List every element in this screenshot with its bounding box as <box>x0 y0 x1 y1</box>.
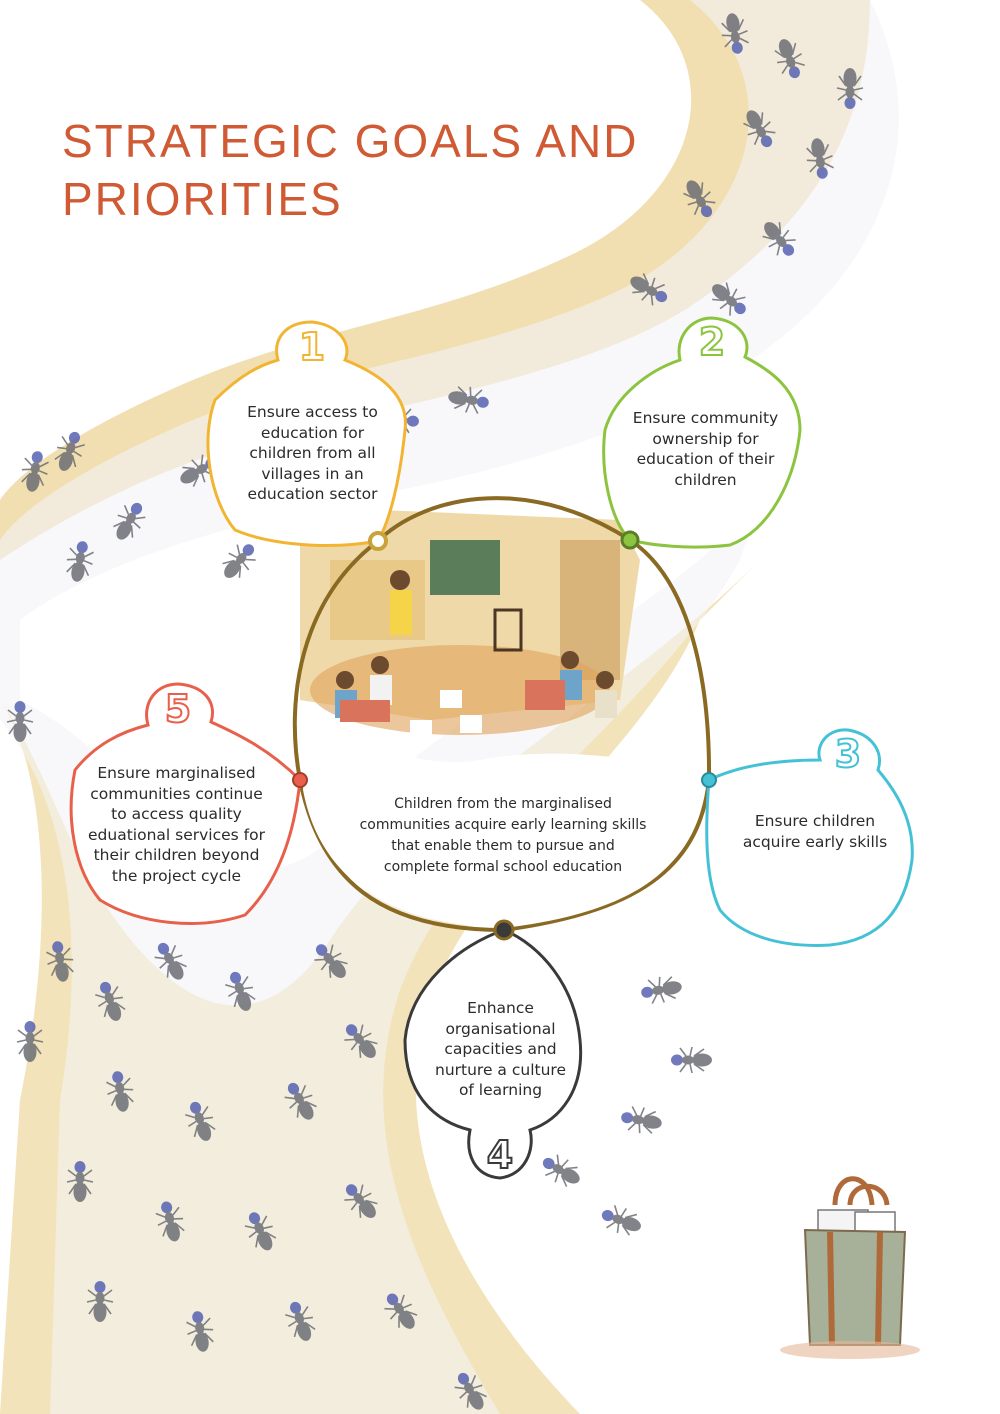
goal-2-text: Ensure community ownership for education… <box>632 409 779 489</box>
goal-3-number: 3 <box>835 732 861 776</box>
goal-4-number: 4 <box>487 1133 513 1177</box>
goal-4-text: Enhance organisational capacities and nu… <box>435 999 566 1099</box>
page-title-line2: PRIORITIES <box>62 173 343 225</box>
goal-1-number: 1 <box>299 325 325 369</box>
goal-4-frame <box>403 928 583 1180</box>
goal-3-text: Ensure children acquire early skills <box>742 812 888 851</box>
goal-2-frame <box>602 316 802 549</box>
page-title-line1: STRATEGIC GOALS AND <box>62 115 639 167</box>
classroom-illustration <box>300 510 640 738</box>
connector-dots <box>292 530 717 941</box>
goal-2-number: 2 <box>699 320 725 364</box>
center-frame <box>292 496 712 933</box>
path-road <box>0 0 899 1414</box>
goal-3-frame <box>705 728 914 947</box>
center-outcome-text: Children from the marginalised communiti… <box>359 796 647 875</box>
goal-5-text: Ensure marginalised communities continue… <box>88 764 265 885</box>
goal-1-frame <box>206 320 407 547</box>
bag-illustration <box>780 1176 920 1359</box>
center-text-area <box>303 752 705 928</box>
goal-5-number: 5 <box>165 687 191 731</box>
goal-5-frame <box>69 682 302 925</box>
page-title: STRATEGIC GOALS AND PRIORITIES <box>62 112 682 228</box>
goal-1-text: Ensure access to education for children … <box>247 403 378 503</box>
